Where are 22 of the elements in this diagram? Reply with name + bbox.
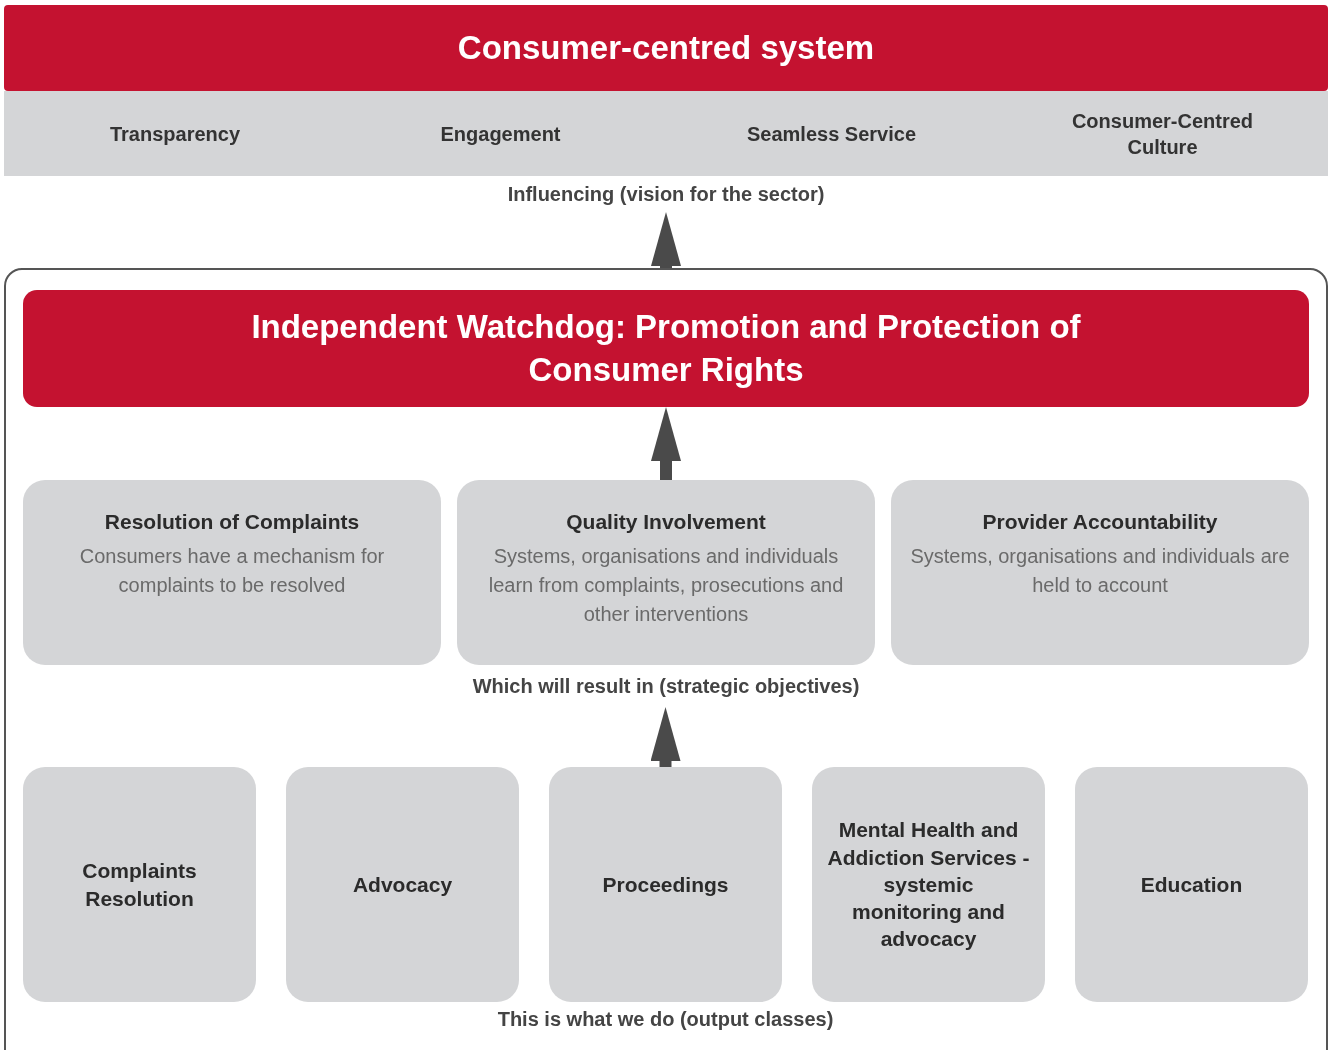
objective-description: Systems, organisations and individuals learn from complaints, prosecutions and other interventions — [487, 544, 845, 627]
header-banner: Consumer-centred system — [4, 5, 1328, 91]
output-card: Complaints Resolution — [23, 767, 256, 1002]
arrow — [651, 407, 681, 480]
output-card: Mental Health and Addiction Services - systemic monitoring and advocacy — [812, 767, 1045, 1002]
group-frame — [4, 268, 1328, 1050]
objective-description: Consumers have a mechanism for complaints to be resolved — [78, 544, 386, 598]
pillar-label: Seamless Service — [666, 91, 997, 176]
pillar-label: Consumer-Centred Culture — [997, 91, 1328, 176]
node-label: Influencing (vision for the sector) — [507, 183, 825, 205]
objective-description: Systems, organisations and individuals are held to account — [909, 544, 1291, 598]
output-card: Advocacy — [286, 767, 519, 1002]
arrow — [650, 707, 681, 767]
output-card: Proceedings — [549, 767, 782, 1002]
footer-caption: This is what we do (output classes) — [497, 1008, 834, 1030]
arrow — [651, 212, 681, 268]
output-card: Education — [1075, 767, 1308, 1002]
objective-title: Resolution of Complaints — [103, 510, 361, 534]
objective-title: Provider Accountability — [981, 510, 1219, 534]
objective-title: Quality Involvement — [565, 510, 767, 534]
watchdog-banner: Independent Watchdog: Promotion and Protection of Consumer Rights — [23, 290, 1309, 407]
node-label: Which will result in (strategic objectives) — [472, 675, 860, 697]
